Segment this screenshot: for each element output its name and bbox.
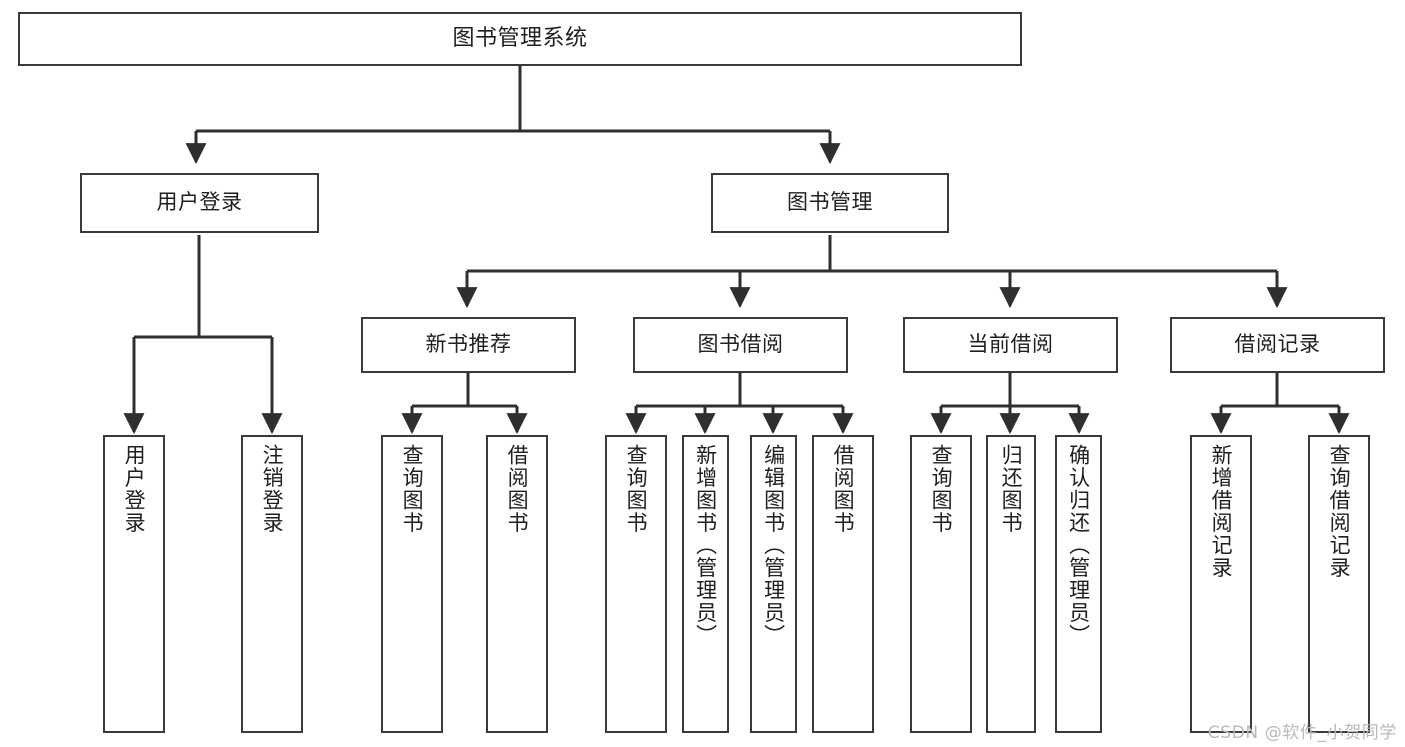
node-book-management-label: 图书管理 — [787, 190, 873, 215]
leaf-add-borrow-record[interactable]: 新增借阅记录 — [1190, 435, 1252, 733]
node-book-borrow[interactable]: 图书借阅 — [633, 317, 848, 373]
node-user-login[interactable]: 用户登录 — [80, 173, 319, 233]
leaf-query-book-recommend-label: 查询图书 — [400, 444, 425, 534]
leaf-edit-book-admin-label: 编辑图书（管理员） — [761, 444, 786, 647]
leaf-borrow-book-label: 借阅图书 — [831, 444, 856, 534]
node-root[interactable]: 图书管理系统 — [18, 12, 1022, 66]
node-new-book-recommend[interactable]: 新书推荐 — [361, 317, 576, 373]
leaf-logout-label: 注销登录 — [260, 444, 285, 534]
leaf-borrow-book[interactable]: 借阅图书 — [812, 435, 874, 733]
leaf-confirm-return-admin[interactable]: 确认归还（管理员） — [1055, 435, 1102, 733]
node-current-borrow-label: 当前借阅 — [967, 332, 1054, 357]
leaf-borrow-book-recommend[interactable]: 借阅图书 — [486, 435, 548, 733]
leaf-query-borrow-record[interactable]: 查询借阅记录 — [1308, 435, 1370, 733]
watermark: CSDN @软件_小贺同学 — [1207, 723, 1397, 743]
leaf-add-borrow-record-label: 新增借阅记录 — [1209, 444, 1234, 579]
node-book-management[interactable]: 图书管理 — [711, 173, 949, 233]
node-current-borrow[interactable]: 当前借阅 — [903, 317, 1118, 373]
node-borrow-record[interactable]: 借阅记录 — [1170, 317, 1385, 373]
node-book-borrow-label: 图书借阅 — [697, 332, 784, 357]
node-borrow-record-label: 借阅记录 — [1234, 332, 1321, 357]
leaf-user-login-label: 用户登录 — [122, 444, 147, 534]
leaf-logout[interactable]: 注销登录 — [241, 435, 303, 733]
leaf-return-book-label: 归还图书 — [999, 444, 1024, 534]
node-user-login-label: 用户登录 — [156, 190, 243, 215]
leaf-borrow-book-recommend-label: 借阅图书 — [505, 444, 530, 534]
leaf-add-book-admin-label: 新增图书（管理员） — [693, 444, 718, 647]
node-new-book-recommend-label: 新书推荐 — [425, 332, 512, 357]
leaf-edit-book-admin[interactable]: 编辑图书（管理员） — [750, 435, 797, 733]
leaf-add-book-admin[interactable]: 新增图书（管理员） — [682, 435, 729, 733]
leaf-query-book-borrow-label: 查询图书 — [624, 444, 649, 534]
leaf-query-book-recommend[interactable]: 查询图书 — [381, 435, 443, 733]
leaf-query-borrow-record-label: 查询借阅记录 — [1327, 444, 1352, 579]
node-root-label: 图书管理系统 — [452, 25, 588, 51]
leaf-user-login[interactable]: 用户登录 — [103, 435, 165, 733]
leaf-confirm-return-admin-label: 确认归还（管理员） — [1066, 444, 1091, 647]
leaf-query-book-current[interactable]: 查询图书 — [910, 435, 972, 733]
leaf-query-book-current-label: 查询图书 — [929, 444, 954, 534]
leaf-query-book-borrow[interactable]: 查询图书 — [605, 435, 667, 733]
leaf-return-book[interactable]: 归还图书 — [986, 435, 1036, 733]
